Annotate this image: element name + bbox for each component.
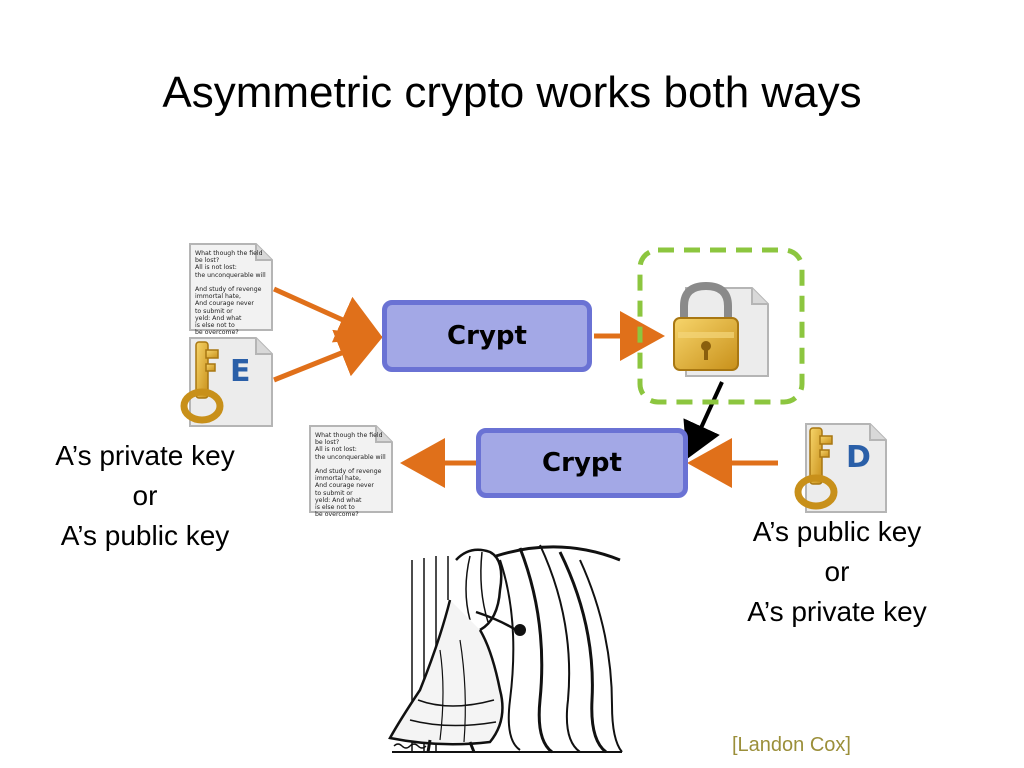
key-icon-e [180, 337, 273, 427]
source-credit: [Landon Cox] [732, 734, 851, 756]
slide-title: Asymmetric crypto works both ways [162, 68, 862, 117]
key-icon-d [794, 423, 887, 513]
decrypt-key-label-line2: or [824, 556, 850, 587]
document-text-line: to submit or [315, 489, 353, 497]
document-text-line: All is not lost: [195, 264, 237, 272]
document-text-line: All is not lost: [315, 446, 357, 454]
document-text-line: And courage never [195, 300, 254, 308]
arrow-key-e-to-crypt [273, 329, 384, 383]
document-text-line [195, 279, 265, 286]
padlock-icon [673, 281, 739, 371]
document-text-line: to submit or [195, 307, 233, 315]
encrypt-key-label-line1: A’s private key [55, 440, 235, 471]
document-text-line: be overcome? [315, 511, 359, 519]
document-text-line: be overcome? [195, 329, 239, 337]
document-text-line: And study of revenge [315, 468, 382, 476]
document-text-line: yeld: And what [315, 496, 362, 504]
plaintext-document-icon [189, 243, 273, 331]
document-text-line: be lost? [195, 257, 220, 265]
ciphertext-highlight [637, 247, 805, 405]
document-text-line: the unconquerable will [315, 453, 386, 461]
key-letter-d: D [846, 440, 871, 475]
document-text-line: is else not to [195, 322, 235, 330]
encrypt-crypt-label: Crypt [447, 321, 527, 351]
encrypt-key-label-line3: A’s public key [60, 520, 230, 551]
alice-illustration [388, 544, 623, 754]
key-letter-e: E [230, 354, 251, 389]
document-text-line: immortal hate, [315, 475, 361, 483]
decrypt-crypt-label: Crypt [542, 448, 622, 478]
document-text-line: the unconquerable will [195, 271, 266, 279]
document-text-line: What though the field [315, 432, 383, 439]
decrypt-crypt-box: Crypt [476, 428, 688, 498]
encrypt-crypt-box: Crypt [382, 300, 592, 372]
document-text-line: yeld: And what [195, 314, 242, 322]
decrypt-key-label: A’s public key or A’s private key [712, 512, 962, 632]
encrypt-key-label: A’s private key or A’s public key [20, 436, 270, 556]
arrow-ciphertext-to-crypt [683, 381, 724, 460]
document-text-line [315, 461, 385, 468]
document-text-line: And study of revenge [195, 286, 262, 294]
encrypt-key-label-line2: or [132, 480, 158, 511]
document-text-line: immortal hate, [195, 293, 241, 301]
decrypted-document-icon [309, 425, 393, 513]
document-text-line: And courage never [315, 482, 374, 490]
document-text-line: is else not to [315, 504, 355, 512]
arrow-plaintext-to-crypt [272, 286, 384, 343]
document-text-line: What though the field [195, 250, 263, 257]
document-text-line: be lost? [315, 439, 340, 447]
decrypt-key-label-line3: A’s private key [747, 596, 927, 627]
decrypt-key-label-line1: A’s public key [752, 516, 922, 547]
